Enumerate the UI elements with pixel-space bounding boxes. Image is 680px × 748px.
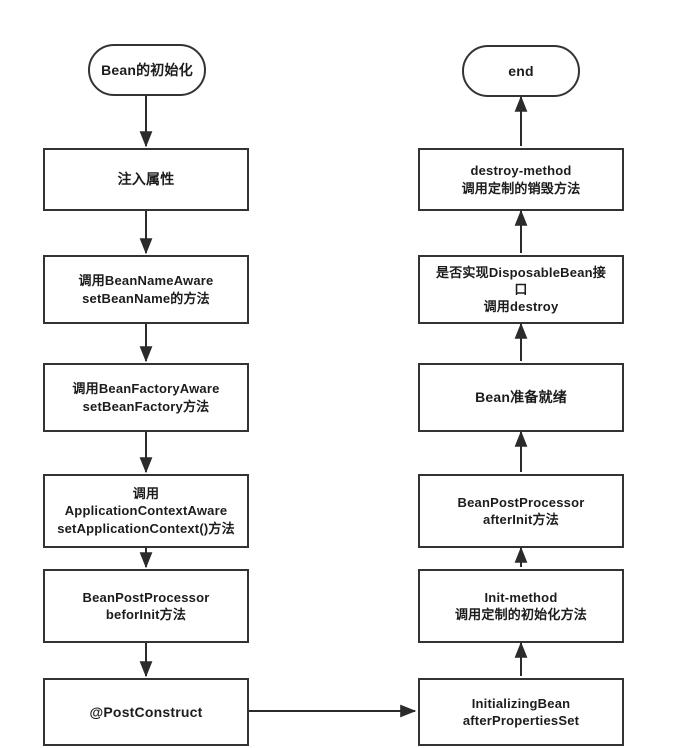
node-label: 注入属性 — [117, 171, 175, 188]
node-inject-properties[interactable]: 注入属性 — [43, 148, 249, 211]
node-label: 调用 ApplicationContextAware setApplicatio… — [57, 486, 235, 536]
node-destroy-method[interactable]: destroy-method 调用定制的销毁方法 — [418, 148, 624, 211]
node-label: Bean的初始化 — [101, 61, 193, 78]
node-application-context-aware[interactable]: 调用 ApplicationContextAware setApplicatio… — [43, 474, 249, 548]
node-label: BeanPostProcessor afterInit方法 — [457, 494, 585, 527]
node-label: 是否实现DisposableBean接 口 调用destroy — [436, 264, 606, 315]
node-bean-name-aware[interactable]: 调用BeanNameAware setBeanName的方法 — [43, 255, 249, 324]
node-label: Bean准备就绪 — [475, 389, 567, 406]
node-bean-post-processor-after[interactable]: BeanPostProcessor afterInit方法 — [418, 474, 624, 548]
node-bean-post-processor-before[interactable]: BeanPostProcessor beforInit方法 — [43, 569, 249, 643]
node-end-terminal[interactable]: end — [462, 45, 580, 97]
node-label: InitializingBean afterPropertiesSet — [462, 695, 580, 728]
node-label: Init-method 调用定制的初始化方法 — [454, 589, 587, 622]
node-label: BeanPostProcessor beforInit方法 — [82, 589, 210, 622]
node-init-method[interactable]: Init-method 调用定制的初始化方法 — [418, 569, 624, 643]
node-label: end — [508, 62, 534, 79]
node-bean-factory-aware[interactable]: 调用BeanFactoryAware setBeanFactory方法 — [43, 363, 249, 432]
node-label: 调用BeanNameAware setBeanName的方法 — [78, 273, 214, 306]
node-bean-ready[interactable]: Bean准备就绪 — [418, 363, 624, 432]
node-label: destroy-method 调用定制的销毁方法 — [461, 163, 581, 196]
node-label: 调用BeanFactoryAware setBeanFactory方法 — [72, 381, 220, 414]
node-disposable-bean[interactable]: 是否实现DisposableBean接 口 调用destroy — [418, 255, 624, 324]
node-initializing-bean[interactable]: InitializingBean afterPropertiesSet — [418, 678, 624, 746]
node-post-construct[interactable]: @PostConstruct — [43, 678, 249, 746]
node-label: @PostConstruct — [89, 703, 203, 720]
node-bean-init-start[interactable]: Bean的初始化 — [88, 44, 206, 96]
